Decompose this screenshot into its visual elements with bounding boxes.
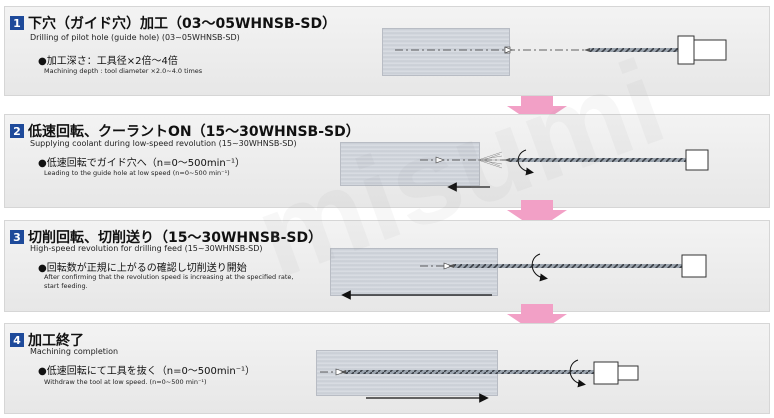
arrow-down-2-icon [507, 200, 567, 230]
step-1-number-badge: 1 [10, 16, 24, 30]
step-2-title: 低速回転、クーラントON（15～30WHNSB-SD） [28, 124, 360, 140]
step-4-drill-shank [593, 361, 619, 385]
step-2-title-row: 2 低速回転、クーラントON（15～30WHNSB-SD） [10, 121, 360, 141]
step-3-number-badge: 3 [10, 230, 24, 244]
step-2-subtitle: Supplying coolant during low-speed revol… [30, 139, 297, 148]
step-1-drill-flute [590, 48, 682, 52]
step-3-title-row: 3 切削回転、切削送り（15～30WHNSB-SD） [10, 227, 322, 247]
arrow-down-1-icon [507, 96, 567, 126]
step-2-workpiece [340, 142, 480, 186]
step-3-drill-shank [681, 254, 707, 278]
step-3-rotation-arrow-icon [531, 253, 548, 282]
step-1-pilot-hole [504, 46, 513, 54]
step-3-workpiece [330, 248, 498, 296]
step-3-title: 切削回転、切削送り（15～30WHNSB-SD） [28, 230, 323, 246]
step-3-subtitle: High-speed revolution for drilling feed … [30, 244, 263, 253]
step-1-note: Machining depth : tool diameter ×2.0~4.0… [44, 67, 203, 75]
step-3-note-line-2: start feeding. [44, 282, 88, 290]
step-1-subtitle: Drilling of pilot hole (guide hole) (03~… [30, 33, 240, 42]
step-2-number-badge: 2 [10, 124, 24, 138]
coolant-spray-icon [477, 151, 503, 169]
step-4-tool-group [320, 359, 639, 403]
step-2-drill-shank [685, 149, 709, 171]
step-4-drill-holder [617, 365, 639, 381]
step-2-bullet: ●低速回転でガイド穴へ（n=0～500min⁻¹） [38, 158, 246, 169]
step-3-tool-group [341, 253, 707, 300]
step-4-drill-flute [346, 370, 594, 374]
step-3-note-line-1: After confirming that the revolution spe… [44, 273, 294, 281]
step-4-number-badge: 4 [10, 333, 24, 347]
step-1-tool-group [395, 35, 727, 65]
step-1-drill-holder [693, 39, 727, 61]
step-2-note: Leading to the guide hole at low speed (… [44, 169, 230, 177]
arrow-down-3-icon [507, 304, 567, 334]
step-2-drill-flute [510, 158, 686, 162]
step-4-title-row: 4 加工終了 [10, 330, 84, 350]
step-3-bullet: ●回転数が正規に上がるの確認し切削送り開始 [38, 263, 247, 274]
step-2-tool-group [420, 149, 709, 192]
step-1-drill-shank [677, 35, 695, 65]
step-2-rotation-arrow-icon [517, 149, 534, 176]
step-4-bullet: ●低速回転にて工具を抜く（n=0～500min⁻¹） [38, 366, 256, 377]
step-4-subtitle: Machining completion [30, 347, 119, 356]
step-3-drill-flute [454, 264, 682, 268]
step-1-title: 下穴（ガイド穴）加工（03～05WHNSB-SD） [28, 16, 337, 32]
step-4-title: 加工終了 [28, 333, 84, 349]
step-4-note: Withdraw the tool at low speed. (n=0~500… [44, 378, 207, 386]
step-4-rotation-arrow-icon [569, 359, 586, 388]
step-1-title-row: 1 下穴（ガイド穴）加工（03～05WHNSB-SD） [10, 13, 336, 33]
step-1-bullet: ●加工深さ：工具径×2倍～4倍 [38, 56, 178, 67]
